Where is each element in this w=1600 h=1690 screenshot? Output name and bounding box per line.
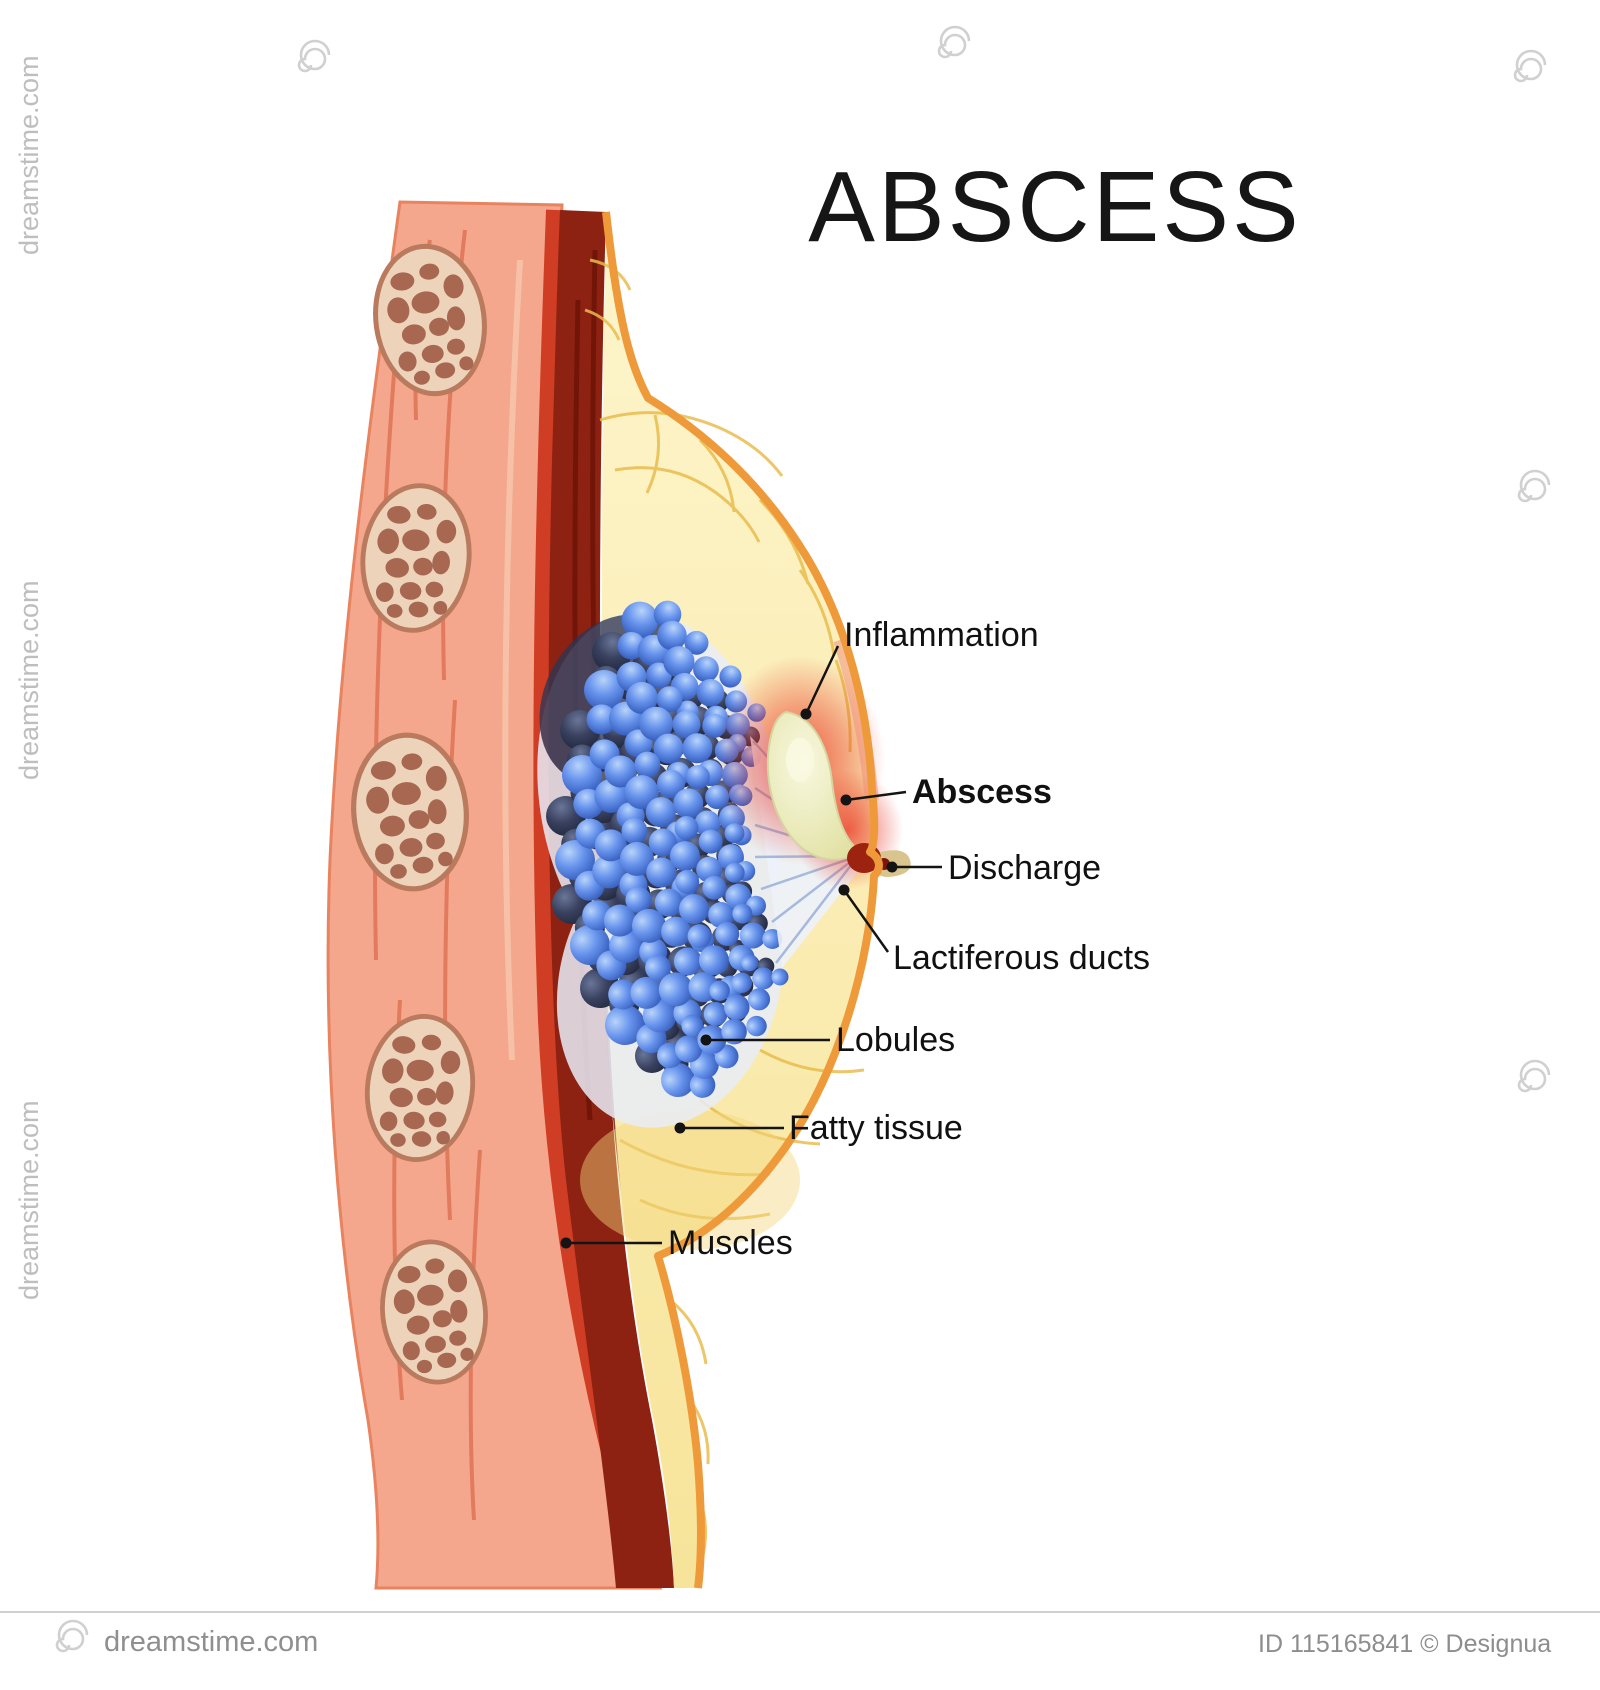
leader-lines [566,645,942,1245]
leader-dots [560,708,898,1249]
watermark-vertical-middle: dreamstime.com [14,580,44,780]
label-fatty-tissue: Fatty tissue [789,1109,963,1147]
footer-divider [0,1611,1600,1613]
label-muscles: Muscles [668,1224,793,1262]
label-lobules: Lobules [836,1021,956,1059]
label-lactiferous-ducts: Lactiferous ducts [893,939,1151,977]
label-discharge: Discharge [948,849,1102,887]
skin-outline [602,211,883,1589]
abscess-shape [766,710,860,861]
watermark-vertical-bottom: dreamstime.com [14,1100,44,1300]
watermark-vertical-top: dreamstime.com [14,55,44,255]
label-abscess: Abscess [912,773,1052,811]
watermark-site-footer: dreamstime.com [104,1626,319,1658]
image-credit: ID 115165841 © Designua [1258,1630,1552,1658]
page-title: ABSCESS [808,151,1302,263]
label-inflammation: Inflammation [844,616,1039,654]
